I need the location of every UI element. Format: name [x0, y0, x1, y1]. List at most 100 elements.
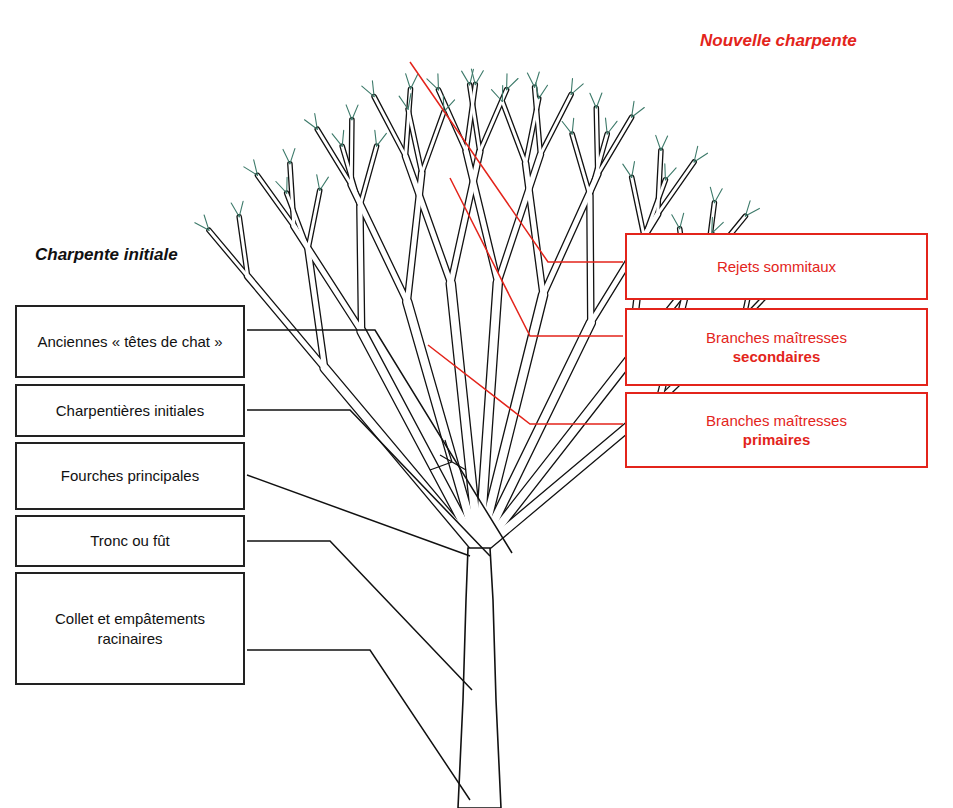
- branch: [350, 120, 354, 185]
- leader-line: [410, 62, 623, 262]
- branch-outline: [374, 97, 405, 157]
- branch-outline: [360, 206, 362, 331]
- twig: [377, 133, 387, 146]
- branch: [308, 191, 320, 250]
- box-text: Branches maîtresses: [706, 411, 847, 431]
- branch-outline: [308, 191, 320, 250]
- twig: [665, 168, 676, 180]
- branch-outline: [540, 94, 571, 154]
- twig: [283, 149, 290, 163]
- twig: [572, 118, 574, 134]
- box-text: Fourches principales: [61, 466, 199, 486]
- initial-structure-box: Fourches principales: [15, 442, 245, 510]
- branch: [479, 359, 630, 552]
- initial-structure-box: Collet et empâtements racinaires: [15, 572, 245, 685]
- twig: [352, 105, 358, 120]
- leader-line: [247, 475, 470, 556]
- twig: [632, 108, 645, 118]
- branch: [422, 112, 444, 173]
- box-text: Branches maîtresses: [706, 328, 847, 348]
- branch: [258, 175, 294, 226]
- twig: [506, 74, 507, 90]
- twig: [661, 136, 668, 151]
- twig: [231, 203, 239, 217]
- branch: [658, 151, 661, 215]
- twig: [632, 101, 634, 117]
- branch: [294, 226, 362, 331]
- section-label: Nouvelle charpente: [698, 31, 859, 51]
- branch-outline: [526, 164, 544, 295]
- twig: [204, 215, 209, 230]
- initial-structure-box: Tronc ou fût: [15, 515, 245, 567]
- leader-line: [428, 345, 623, 424]
- twig: [507, 79, 518, 90]
- box-text: Anciennes « têtes de chat »: [37, 332, 222, 352]
- twig: [254, 160, 258, 176]
- twig: [362, 86, 374, 96]
- twig: [710, 187, 714, 203]
- twig: [711, 217, 713, 233]
- twig: [399, 96, 408, 109]
- twig: [590, 93, 596, 108]
- twig: [444, 100, 455, 112]
- twig: [672, 215, 680, 229]
- branch: [317, 129, 351, 185]
- branch-outline: [502, 102, 525, 164]
- branch: [526, 164, 544, 295]
- twig: [437, 74, 439, 90]
- box-text: secondaires: [733, 347, 821, 367]
- twig: [571, 84, 583, 95]
- twig: [745, 208, 759, 216]
- twig: [462, 71, 470, 85]
- trunk-sprout: [430, 440, 466, 470]
- leader-line: [247, 541, 472, 690]
- twig: [315, 114, 318, 130]
- branch: [360, 146, 377, 206]
- branch: [632, 177, 645, 237]
- box-text: primaires: [743, 430, 811, 450]
- twig: [276, 182, 287, 194]
- twig: [286, 177, 287, 193]
- twig: [406, 74, 411, 89]
- twig: [372, 81, 374, 97]
- branch: [572, 134, 590, 195]
- branch: [374, 97, 405, 157]
- branch: [479, 323, 591, 552]
- twig: [346, 105, 352, 120]
- twig: [317, 175, 320, 191]
- initial-structure-box: Anciennes « têtes de chat »: [15, 305, 245, 378]
- twig: [680, 213, 684, 229]
- box-text: Collet et empâtements racinaires: [27, 609, 233, 648]
- branch-outline: [422, 112, 444, 173]
- twig: [502, 86, 504, 102]
- box-text: Charpentières initiales: [56, 401, 204, 421]
- branch: [590, 134, 607, 195]
- leader-line: [247, 650, 470, 800]
- branch-outline: [439, 90, 467, 151]
- branch-outline: [632, 177, 645, 237]
- section-label: Charpente initiale: [33, 245, 180, 265]
- twig: [305, 120, 318, 130]
- twig: [239, 201, 243, 217]
- twig: [712, 222, 724, 233]
- branch: [451, 284, 479, 553]
- twig: [535, 72, 540, 87]
- branch: [239, 217, 247, 276]
- twig: [375, 130, 377, 146]
- branch-outline: [586, 195, 594, 322]
- leader-line: [247, 410, 490, 556]
- twig: [596, 93, 602, 108]
- branch: [502, 102, 525, 164]
- twig: [606, 118, 608, 134]
- twig: [694, 153, 707, 162]
- branch-outline: [572, 134, 590, 195]
- twig: [539, 85, 548, 98]
- branch-outline: [360, 146, 377, 206]
- branch: [540, 94, 571, 154]
- box-text: Rejets sommitaux: [717, 257, 836, 277]
- new-structure-box: Branches maîtressessecondaires: [625, 308, 928, 386]
- twig: [527, 73, 534, 87]
- branch: [439, 90, 467, 151]
- twig: [492, 90, 503, 102]
- twig: [475, 71, 483, 85]
